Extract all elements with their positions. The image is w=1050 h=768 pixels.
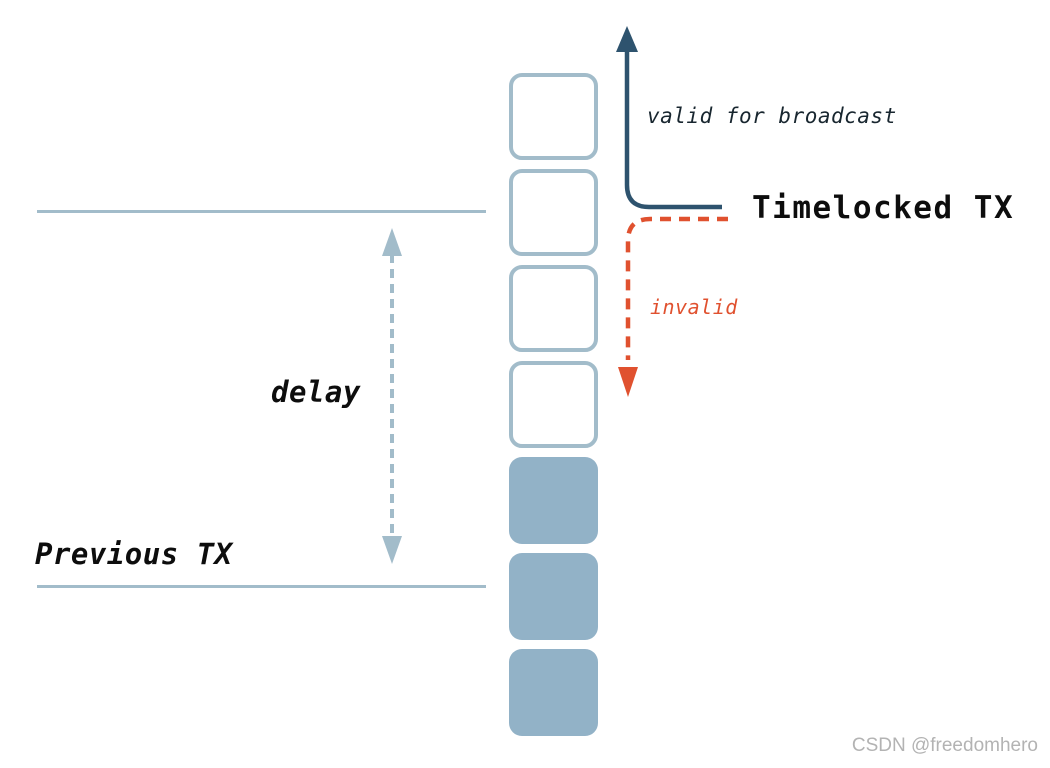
block-mined — [509, 649, 598, 736]
previous-tx-line — [37, 585, 486, 588]
invalid-arrowhead-down — [618, 367, 638, 397]
block-mined — [509, 457, 598, 544]
block-mined — [509, 553, 598, 640]
delay-arrowhead-up — [382, 228, 402, 256]
valid-for-broadcast-label: valid for broadcast — [647, 104, 897, 128]
delay-arrowhead-down — [382, 536, 402, 564]
timelocked-tx-label: Timelocked TX — [752, 190, 1015, 226]
invalid-label: invalid — [650, 295, 738, 319]
valid-arrowhead-up — [616, 26, 638, 52]
watermark: CSDN @freedomhero — [851, 735, 1038, 756]
previous-tx-label: Previous TX — [35, 537, 233, 571]
delay-label: delay — [271, 375, 361, 409]
block-future — [509, 361, 598, 448]
timelock-height-line — [37, 210, 486, 213]
delay-double-arrow — [382, 228, 402, 564]
block-future — [509, 169, 598, 256]
block-future — [509, 73, 598, 160]
block-future — [509, 265, 598, 352]
block-stack — [509, 73, 598, 736]
